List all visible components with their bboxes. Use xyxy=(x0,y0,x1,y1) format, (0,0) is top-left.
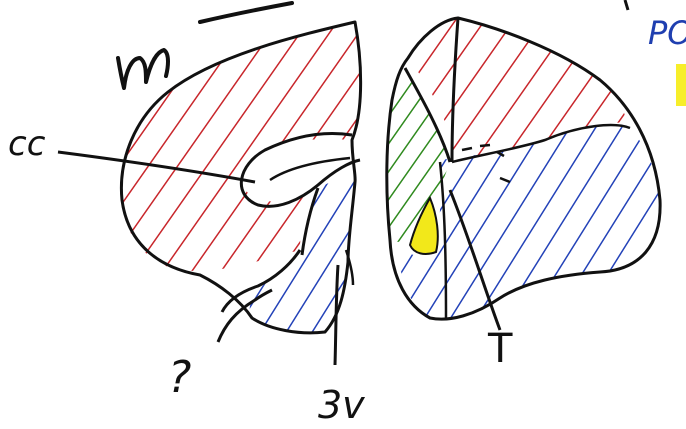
top-right-tick xyxy=(625,0,628,10)
yellow-marker-swatch xyxy=(676,64,686,106)
top-pen-stroke xyxy=(200,3,292,22)
label-question: ? xyxy=(168,352,191,403)
right-hemisphere xyxy=(380,10,670,330)
label-third-ventricle: 3v xyxy=(318,383,365,427)
label-top-right-partial: PO xyxy=(648,14,686,52)
label-top-left-scribble: ɯ xyxy=(118,85,119,87)
label-cc: cc xyxy=(8,124,46,164)
label-thalamus: T xyxy=(487,326,513,372)
top-left-scribble xyxy=(118,50,168,88)
